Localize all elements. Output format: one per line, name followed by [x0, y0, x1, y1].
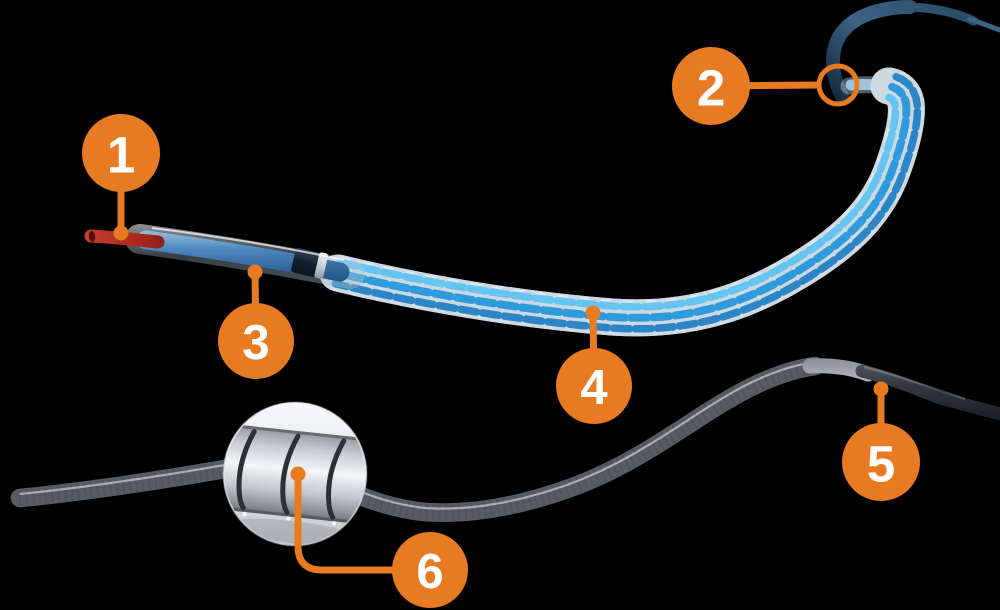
callouts: 1 2 3 4 5 6 [82, 47, 920, 608]
laser-cut-slits [236, 429, 347, 520]
callout-dot [247, 264, 263, 280]
guidewire-coil [10, 356, 1000, 521]
callout-badge-circle [392, 532, 468, 608]
wire-distal-dark-segment [855, 364, 1000, 421]
callout-number: 4 [580, 361, 607, 415]
coil-top-highlight [19, 361, 809, 510]
coil-winding-ribs [18, 358, 812, 521]
guidewire-loop-main [826, 0, 917, 105]
stent-strut-row [331, 72, 922, 333]
callout-number: 1 [107, 127, 135, 184]
magnifier-detail [222, 401, 368, 547]
callout-badge-circle [82, 114, 160, 192]
callout-dot [873, 381, 889, 397]
guidewire-loop-tail [967, 16, 1000, 33]
callout-2: 2 [672, 47, 860, 125]
delivery-catheter-shaft [84, 224, 365, 289]
callout-elbow-line [294, 474, 394, 574]
tube-top-edge [224, 421, 366, 444]
callout-ring [816, 63, 860, 107]
slit-end-holes [242, 511, 337, 526]
coil-body [20, 366, 815, 513]
stent-strut-pattern [331, 70, 924, 336]
callout-number: 5 [867, 436, 895, 493]
stent-base [338, 86, 906, 318]
callout-badge-circle [672, 47, 750, 125]
guidewire-loop-mid [900, 2, 979, 26]
guidewire-loop [826, 0, 1000, 105]
marker-band [291, 248, 329, 279]
callout-badge-circle [556, 348, 632, 424]
callout-number: 3 [242, 316, 269, 370]
callout-number: 2 [697, 60, 725, 117]
tip-opening [88, 230, 96, 243]
callout-1: 1 [82, 114, 160, 241]
stent-strut-row [340, 100, 892, 304]
callout-6: 6 [290, 466, 468, 608]
balloon-top-highlight [151, 227, 345, 261]
callout-dot [113, 225, 129, 241]
coil-rib-lines [18, 358, 812, 521]
callout-badge-circle [842, 423, 920, 501]
callout-number: 6 [416, 545, 443, 599]
callout-dot [290, 466, 306, 482]
tube-shadow [224, 518, 357, 545]
magnified-hypotube [224, 421, 366, 545]
stent-strut-row [336, 93, 900, 311]
callout-3: 3 [218, 264, 294, 379]
stent-strut-row [334, 82, 911, 322]
callout-4: 4 [556, 305, 632, 424]
tube-bottom-edge [224, 504, 366, 527]
callout-dot [585, 305, 601, 321]
wire-distal-highlight [863, 365, 966, 401]
stent [319, 67, 924, 336]
callout-badge-circle [218, 303, 294, 379]
callout-5: 5 [842, 381, 920, 501]
